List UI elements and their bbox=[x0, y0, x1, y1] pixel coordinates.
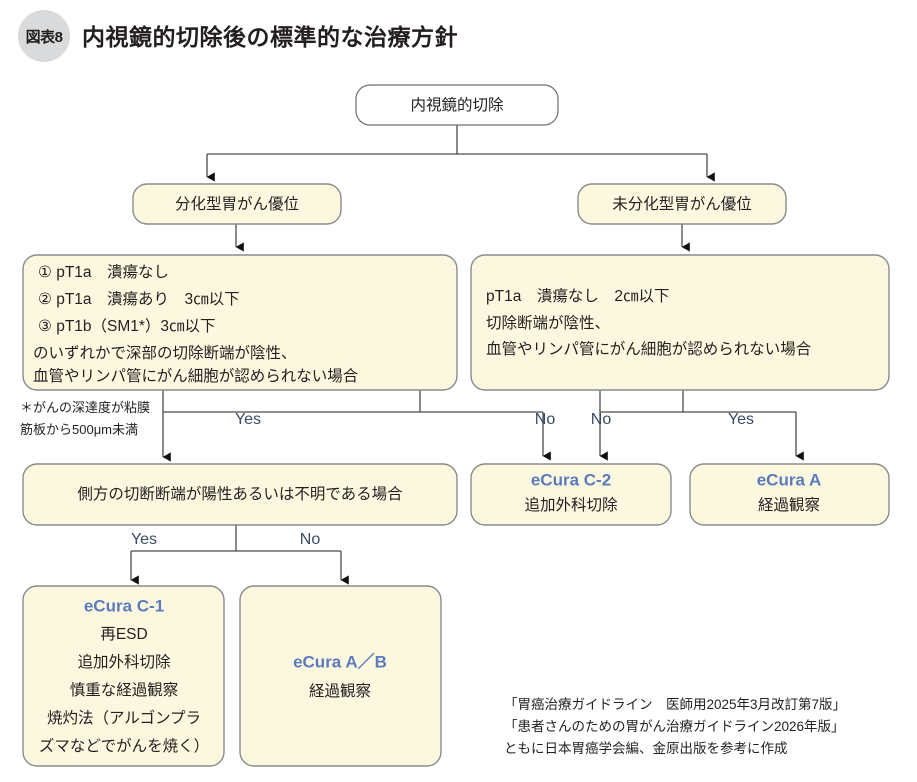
node-root-label: 内視鏡的切除 bbox=[410, 95, 504, 114]
node-branch-right-shape bbox=[577, 183, 787, 225]
node-criteria-left-line-4: のいずれかで深部の切除断端が陰性、 bbox=[33, 344, 297, 362]
node-criteria-left-line-2: ② pT1a 潰瘍あり 3㎝以下 bbox=[38, 290, 240, 308]
source-line-3: ともに日本胃癌学会編、金原出版を参考に作成 bbox=[504, 740, 788, 756]
node-lateral-margin-shape bbox=[22, 463, 458, 526]
node-ecura-a-title: eCura A bbox=[757, 470, 822, 489]
edge-label-lateral-no: No bbox=[300, 531, 321, 548]
node-criteria-left-line-5: 血管やリンパ管にがん細胞が認められない場合 bbox=[33, 367, 359, 385]
node-ecura-c1-line-5: ズマなどでがんを焼く） bbox=[39, 737, 209, 755]
source-attribution: 「胃癌治療ガイドライン 医師用2025年3月改訂第7版」 「患者さんのための胃が… bbox=[504, 696, 846, 756]
node-ecura-ab[interactable]: eCura A／B 経過観察 bbox=[239, 585, 442, 767]
figure-header: 図表8 内視鏡的切除後の標準的な治療方針 bbox=[0, 0, 917, 68]
node-ecura-c2-line-1: 追加外科切除 bbox=[524, 496, 618, 514]
node-branch-left-label: 分化型胃がん優位 bbox=[175, 195, 299, 213]
node-ecura-ab-line-1: 経過観察 bbox=[309, 682, 371, 700]
node-criteria-right-line-3: 血管やリンパ管にがん細胞が認められない場合 bbox=[486, 340, 812, 358]
node-ecura-a[interactable]: eCura A 経過観察 bbox=[689, 463, 890, 526]
edge-label-right-yes: Yes bbox=[728, 411, 754, 428]
connector-criteria-left-yes bbox=[162, 390, 421, 462]
node-branch-left[interactable]: 分化型胃がん優位 bbox=[132, 183, 342, 225]
node-ecura-c1-line-1: 再ESD bbox=[100, 626, 147, 643]
node-ecura-c1-line-2: 追加外科切除 bbox=[77, 653, 171, 671]
node-criteria-right-line-2: 切除断端が陰性、 bbox=[486, 314, 610, 332]
edge-label-right-no: No bbox=[591, 411, 612, 428]
edge-label-left-no: No bbox=[535, 411, 556, 428]
node-ecura-ab-shape bbox=[239, 585, 442, 767]
connector-root-split bbox=[206, 125, 715, 182]
node-ecura-c1-line-3: 慎重な経過観察 bbox=[70, 681, 179, 699]
footnote-line-1: ＊がんの深達度が粘膜 bbox=[20, 400, 150, 415]
source-line-2: 「患者さんのための胃がん治療ガイドライン2026年版」 bbox=[504, 718, 845, 734]
node-ecura-ab-title: eCura A／B bbox=[293, 651, 387, 671]
footnote-line-2: 筋板から500μm未満 bbox=[20, 422, 138, 437]
node-ecura-c1[interactable]: eCura C-1 再ESD 追加外科切除 慎重な経過観察 焼灼法（アルゴンプラ… bbox=[22, 585, 225, 767]
node-branch-left-shape bbox=[132, 183, 342, 225]
node-root[interactable]: 内視鏡的切除 bbox=[355, 84, 559, 126]
node-criteria-right-line-1: pT1a 潰瘍なし 2㎝以下 bbox=[486, 287, 669, 305]
node-branch-right-label: 未分化型胃がん優位 bbox=[612, 195, 752, 213]
node-ecura-c2-shape bbox=[470, 463, 672, 526]
node-ecura-a-shape bbox=[689, 463, 890, 526]
node-criteria-right[interactable]: pT1a 潰瘍なし 2㎝以下 切除断端が陰性、 血管やリンパ管にがん細胞が認めら… bbox=[470, 254, 890, 391]
node-criteria-left[interactable]: ① pT1a 潰瘍なし ② pT1a 潰瘍あり 3㎝以下 ③ pT1b（SM1*… bbox=[22, 254, 458, 391]
node-lateral-margin[interactable]: 側方の切断断端が陽性あるいは不明である場合 bbox=[22, 463, 458, 526]
connector-criteria-right-no bbox=[599, 390, 683, 461]
node-ecura-c1-line-4: 焼灼法（アルゴンプラ bbox=[47, 708, 201, 727]
edge-label-left-yes: Yes bbox=[235, 411, 261, 428]
node-ecura-c1-shape bbox=[22, 585, 225, 767]
node-ecura-c2-title: eCura C-2 bbox=[531, 470, 611, 489]
node-criteria-left-line-1: ① pT1a 潰瘍なし bbox=[38, 263, 169, 281]
figure-number-badge: 図表8 bbox=[18, 10, 70, 62]
footnote: ＊がんの深達度が粘膜 筋板から500μm未満 bbox=[20, 400, 150, 437]
page-title: 内視鏡的切除後の標準的な治療方針 bbox=[82, 24, 458, 50]
node-branch-right[interactable]: 未分化型胃がん優位 bbox=[577, 183, 787, 225]
node-ecura-a-line-1: 経過観察 bbox=[758, 496, 820, 514]
edge-label-lateral-yes: Yes bbox=[131, 531, 157, 548]
node-ecura-c1-title: eCura C-1 bbox=[84, 596, 164, 615]
node-lateral-margin-label: 側方の切断断端が陽性あるいは不明である場合 bbox=[77, 485, 403, 503]
connector-lateral-yes bbox=[130, 525, 341, 585]
connector-criteria-left-no bbox=[420, 411, 551, 461]
source-line-1: 「胃癌治療ガイドライン 医師用2025年3月改訂第7版」 bbox=[504, 696, 846, 712]
node-criteria-left-line-3: ③ pT1b（SM1*）3㎝以下 bbox=[38, 318, 216, 335]
node-criteria-right-shape bbox=[470, 254, 890, 391]
connector-criteria-right-yes bbox=[682, 390, 804, 461]
node-root-shape bbox=[355, 84, 559, 126]
node-ecura-c2[interactable]: eCura C-2 追加外科切除 bbox=[470, 463, 672, 526]
node-criteria-left-shape bbox=[22, 254, 458, 391]
